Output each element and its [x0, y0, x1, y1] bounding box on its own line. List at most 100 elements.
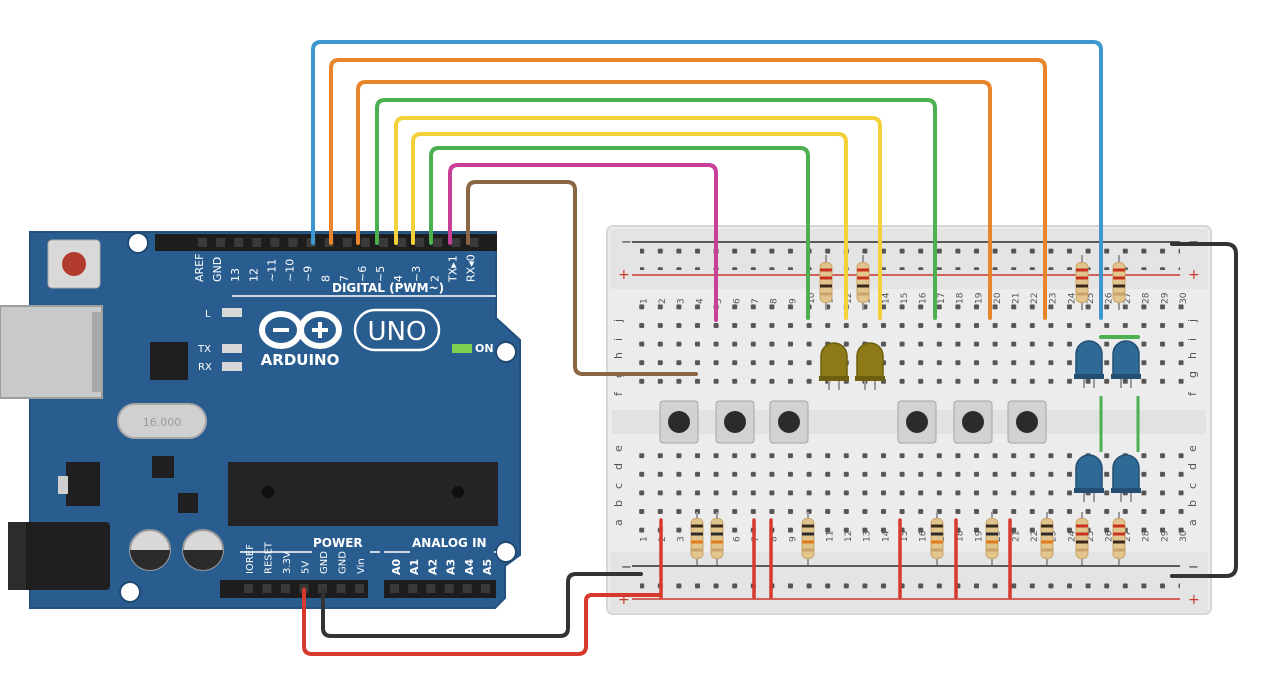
rail-holes [640, 570, 1180, 583]
resistor[interactable] [930, 512, 944, 565]
column-number: 12 [844, 293, 854, 304]
pushbutton[interactable] [715, 400, 755, 444]
pushbutton[interactable] [659, 400, 699, 444]
wire-magenta-pin2 [448, 163, 718, 322]
column-number: 4 [695, 298, 705, 304]
power-pin-label: 3.3V [282, 551, 293, 574]
led[interactable] [1111, 340, 1141, 388]
analog-pin-label: A2 [426, 559, 439, 575]
uno-label: UNO [368, 317, 427, 347]
usb-connector [0, 305, 103, 399]
rail-plus-label: + [618, 267, 630, 283]
resistor[interactable] [985, 512, 999, 565]
row-letter: d [612, 463, 625, 470]
column-number: 26 [1105, 292, 1115, 304]
column-number: 10 [807, 292, 817, 304]
row-letter: f [612, 391, 625, 396]
power-header [220, 580, 368, 598]
resistor[interactable] [819, 255, 833, 310]
led[interactable] [1074, 340, 1104, 388]
column-number: 28 [1142, 292, 1152, 304]
digital-pin-label: GND [211, 257, 224, 282]
wire-orange-pin8 [329, 58, 1047, 320]
resistor[interactable] [690, 512, 704, 565]
column-number: 3 [677, 536, 687, 542]
pushbutton[interactable] [1007, 400, 1047, 444]
row-letter: c [1186, 483, 1199, 489]
row-letter: j [612, 319, 625, 323]
analog-pin-label: A1 [408, 559, 421, 575]
analog-pin-label: A5 [481, 559, 494, 575]
digital-pin-label: AREF [193, 254, 206, 282]
usb-chip [150, 342, 188, 380]
row-letter: c [612, 483, 625, 489]
column-number: 27 [1123, 531, 1133, 542]
resistor[interactable] [1075, 512, 1089, 565]
digital-pin-label: 4 [392, 275, 405, 282]
wire-green-pin3 [429, 146, 810, 320]
column-number: 22 [1030, 531, 1040, 542]
digital-pin-label: 2 [428, 275, 441, 282]
column-number: 1 [640, 536, 650, 542]
column-number: 5 [714, 298, 724, 304]
column-number: 24 [1067, 530, 1077, 542]
resistor[interactable] [710, 512, 724, 565]
voltage-regulator [66, 462, 100, 506]
transistor [178, 493, 198, 513]
digital-pin-label: RX◂0 [465, 254, 478, 282]
resistor[interactable] [1040, 512, 1054, 565]
on-label: ON [475, 342, 494, 355]
digital-pin-label: ~3 [410, 266, 423, 282]
rail-plus-label: + [1188, 592, 1200, 608]
row-letter: d [1186, 463, 1199, 470]
arduino-uno-board: 16.000 L TX RX ON ARDUINO UNO DI [0, 231, 521, 609]
components [659, 400, 1047, 444]
resistor[interactable] [1075, 255, 1089, 310]
digital-pin-label: ~5 [374, 266, 387, 282]
led[interactable] [855, 342, 885, 390]
power-jack [8, 522, 110, 590]
pushbutton[interactable] [769, 400, 809, 444]
reset-button-cap[interactable] [62, 252, 86, 276]
resistor[interactable] [856, 255, 870, 310]
column-number: 20 [993, 292, 1003, 304]
digital-pin-label: 13 [229, 268, 242, 282]
led-tx [222, 344, 242, 353]
column-number: 14 [881, 292, 891, 304]
row-letter: b [1186, 500, 1199, 507]
column-number: 7 [751, 536, 761, 542]
rail-minus-label: − [621, 560, 632, 575]
analog-pin-label: A3 [445, 559, 458, 575]
wire-yellow-pin5 [394, 116, 882, 320]
column-number: 29 [1160, 530, 1170, 542]
digital-pin-label: 8 [320, 275, 333, 282]
led[interactable] [819, 342, 849, 390]
resistor[interactable] [801, 512, 815, 565]
led[interactable] [1111, 454, 1141, 502]
resistor[interactable] [1112, 512, 1126, 565]
column-number: 21 [1012, 531, 1022, 542]
analog-label: ANALOG IN [412, 536, 487, 550]
pushbutton[interactable] [953, 400, 993, 444]
column-number: 25 [1086, 293, 1096, 304]
row-letter: e [612, 445, 625, 452]
digital-pin-label: TX▸1 [446, 255, 459, 283]
column-number: 24 [1067, 292, 1077, 304]
pushbutton[interactable] [897, 400, 937, 444]
led-on [452, 344, 472, 353]
wire-blue-pin9 [311, 40, 1103, 320]
analog-header [384, 580, 496, 598]
column-number: 21 [1012, 293, 1022, 304]
power-pin-label: Vin [356, 558, 367, 574]
column-number: 1 [640, 298, 650, 304]
column-number: 15 [900, 293, 910, 304]
wire-black-gnd [321, 572, 643, 638]
led-rx-label: RX [198, 362, 212, 373]
mounting-hole [495, 341, 517, 363]
resistor[interactable] [1112, 255, 1126, 310]
led[interactable] [1074, 454, 1104, 502]
wire-orange-pin7 [356, 80, 992, 320]
column-number: 8 [770, 298, 780, 304]
row-letter: g [1186, 371, 1199, 378]
